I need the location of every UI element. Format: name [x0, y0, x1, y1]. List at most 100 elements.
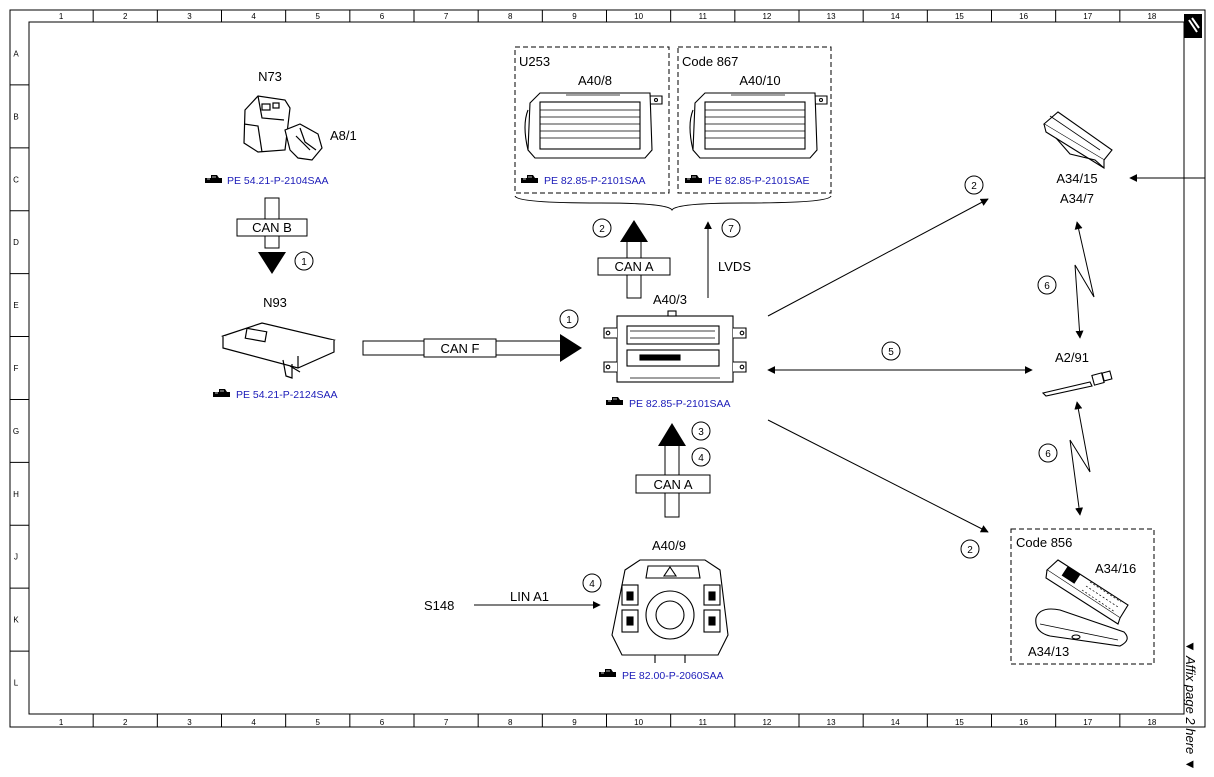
grid-row-label: D [13, 238, 19, 247]
callout-can-f-text: 1 [566, 315, 572, 326]
callout-lin-text: 4 [589, 579, 595, 590]
grid-column-label: 17 [1083, 12, 1092, 21]
affix-note: ▼ Affix page 2 here ▼ [1183, 640, 1198, 771]
code-867-box [677, 46, 832, 194]
a34-13-label: A34/13 [1028, 644, 1069, 659]
grid-column-label: 7 [444, 12, 449, 21]
grid-column-label: 13 [827, 718, 836, 727]
callout-lower-right-text: 2 [967, 545, 973, 556]
callout-zig-bottom [1038, 443, 1058, 463]
callout-mid [881, 341, 901, 361]
grid-column-label: 9 [572, 12, 577, 21]
n93-ref[interactable]: PE 54.21-P-2124SAA [236, 389, 338, 401]
callout-can-a-top [592, 218, 612, 238]
grid-column-label: 2 [123, 12, 128, 21]
a40-10-label: A40/10 [739, 73, 780, 88]
callout-lvds [721, 218, 741, 238]
a40-9-ref[interactable]: PE 82.00-P-2060SAA [622, 670, 724, 682]
code-856-box [1010, 528, 1155, 665]
grid-column-label: 18 [1147, 718, 1156, 727]
grid-row-label: A [13, 49, 19, 58]
grid-row-label: H [13, 490, 19, 499]
lvds-label: LVDS [718, 259, 751, 274]
mobile-phone-illustration [1045, 559, 1129, 625]
callout-can-f [559, 309, 579, 329]
reference-hand-icon [605, 396, 624, 406]
grid-row-label: L [14, 679, 19, 688]
callout-can-a-bottom-3 [691, 421, 711, 441]
phone-cradle-illustration [1035, 608, 1128, 647]
can-f-label: CAN F [441, 341, 480, 356]
grid-column-label: 2 [123, 718, 128, 727]
grid-column-label: 1 [59, 718, 64, 727]
grid-column-label: 14 [891, 718, 900, 727]
reference-hand-icon [212, 388, 231, 398]
grid-row-label: G [13, 427, 19, 436]
grid-column-label: 6 [380, 12, 385, 21]
grid-column-label: 10 [634, 12, 643, 21]
can-a-top-label: CAN A [614, 259, 653, 274]
reference-hand-icon [684, 174, 703, 184]
reference-hand-icon [520, 174, 539, 184]
grid-column-label: 16 [1019, 12, 1028, 21]
a40-3-ref[interactable]: PE 82.85-P-2101SAA [629, 398, 731, 410]
callout-can-a-bottom-4 [691, 447, 711, 467]
can-f-label-box [423, 338, 497, 358]
grid-column-label: 4 [251, 718, 256, 727]
callout-can-b-text: 1 [301, 257, 307, 268]
callout-can-b [294, 251, 314, 271]
callout-lvds-text: 7 [728, 224, 734, 235]
grid-column-label: 17 [1083, 718, 1092, 727]
lower-right-link [767, 419, 989, 533]
can-b-label: CAN B [252, 220, 292, 235]
callout-upper-right-text: 2 [971, 181, 977, 192]
callout-3-text: 3 [698, 427, 704, 438]
grid-row-label: B [13, 112, 18, 121]
grid-column-label: 18 [1147, 12, 1156, 21]
callout-zig-bottom-text: 6 [1045, 449, 1051, 460]
a40-3-label: A40/3 [653, 292, 687, 307]
grid-row-label: J [14, 553, 18, 562]
code-856-label: Code 856 [1016, 535, 1072, 550]
a40-8-label: A40/8 [578, 73, 612, 88]
grid-column-label: 1 [59, 12, 64, 21]
corner-tab-icon [1184, 14, 1202, 38]
can-b-arrowhead [258, 252, 286, 274]
wireless-link-bottom [1069, 401, 1091, 516]
a34-15-label: A34/15 [1056, 171, 1097, 186]
grid-column-label: 15 [955, 718, 964, 727]
can-a-bottom-label: CAN A [653, 477, 692, 492]
grid-column-label: 8 [508, 12, 513, 21]
ignition-switch-illustration [243, 95, 323, 161]
a40-8-ref[interactable]: PE 82.85-P-2101SAA [544, 175, 646, 187]
grid-column-label: 12 [762, 12, 771, 21]
can-b-label-box [236, 218, 308, 237]
grid-row-label: C [13, 175, 19, 184]
wireless-link-top [1074, 221, 1095, 339]
grid-row-label: F [14, 364, 19, 373]
grid-column-label: 13 [827, 12, 836, 21]
a8-1-label: A8/1 [330, 128, 357, 143]
controller-a40-9-illustration [611, 559, 729, 663]
callout-lower-right [960, 539, 980, 559]
handset-cradle-illustration [1043, 111, 1113, 169]
grid-column-label: 5 [316, 718, 321, 727]
a40-10-ref[interactable]: PE 82.85-P-2101SAE [708, 175, 810, 187]
callout-4-text: 4 [698, 453, 704, 464]
callout-upper-right [964, 175, 984, 195]
n73-label: N73 [258, 69, 282, 84]
can-a-bottom-label-box [635, 474, 711, 494]
grid-column-label: 11 [699, 12, 708, 21]
reference-hand-icon [204, 174, 223, 184]
head-unit-a40-3-illustration [603, 310, 747, 383]
grid-column-labels: 1122334455667788991010111112121313141415… [59, 10, 1157, 727]
grid-column-label: 6 [380, 718, 385, 727]
grid-column-label: 3 [187, 12, 192, 21]
grid-column-label: 16 [1019, 718, 1028, 727]
reference-hand-icon [598, 668, 617, 678]
can-f-arrowhead [560, 334, 582, 362]
grid-column-label: 5 [316, 12, 321, 21]
n73-ref[interactable]: PE 54.21-P-2104SAA [227, 175, 329, 187]
